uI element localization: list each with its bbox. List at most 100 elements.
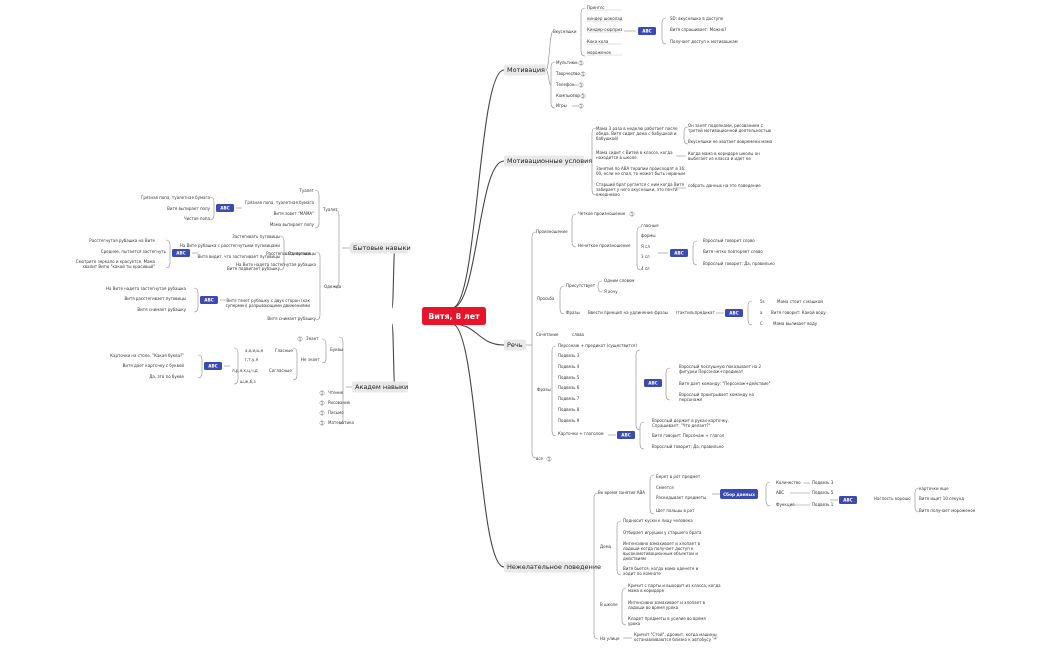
node-label: Спрашивает: "Что делает?" [652, 423, 711, 428]
branch-household-box[interactable] [350, 242, 408, 254]
node-label: 4 сл [641, 266, 650, 271]
count-badge[interactable] [578, 60, 584, 66]
node-label: фигурки Персонаж+предикат [679, 369, 744, 374]
count-badge-label: 1 [631, 211, 634, 216]
branch-behavior-box[interactable] [504, 561, 590, 573]
node-label: На Вите рубашка с расстегнутыми пуговица… [180, 243, 281, 248]
node-label: Да, это по букве [149, 374, 184, 379]
bracket-line [747, 300, 753, 326]
count-badge-label: 1 [321, 390, 324, 395]
branch-motivation-box[interactable] [504, 64, 546, 76]
node-label: Рисование [328, 400, 351, 405]
abc-node[interactable] [644, 379, 662, 387]
node-label: Творчество [555, 71, 580, 76]
node-label: Смотрите зеркало и красуется. Мама [76, 259, 156, 264]
count-badge-label: 1 [321, 400, 324, 405]
node-label: Мама 3 раза в неделю работает после [596, 126, 678, 131]
node-label: Карточки + глаголом [558, 431, 604, 436]
abc-node[interactable] [617, 431, 635, 439]
node-label: Вкусняшки не хватает вовремени мама [688, 139, 773, 144]
count-badge[interactable] [629, 211, 635, 217]
node-label: Я сл [641, 244, 650, 249]
abc-label: ABC [674, 251, 684, 256]
node-label: все [536, 456, 544, 461]
count-badge[interactable] [578, 103, 584, 109]
central-topic[interactable] [422, 307, 486, 325]
bracket-line [765, 481, 771, 507]
node-label: Карточки на столе. "Какая буква?" [110, 353, 184, 358]
node-label: Витя видит, что застегивает пуговицы [198, 254, 280, 259]
count-badge-label: 1 [580, 103, 583, 108]
branch-conditions-title: Мотивационные условия [507, 157, 592, 165]
node-label: Витя говорит: Персонаж + глагол [652, 433, 725, 438]
branch-conditions-box[interactable] [504, 155, 584, 167]
connector-line [545, 69, 552, 86]
count-badge[interactable] [319, 400, 325, 406]
node-label: В школе [600, 602, 618, 607]
bracket-line [914, 487, 920, 513]
node-label: Не знает [301, 357, 320, 362]
node-label: Взрослый говорит: Да, правильно [652, 444, 724, 449]
bracket-line [639, 421, 645, 450]
abc-node[interactable] [839, 496, 857, 504]
count-badge[interactable] [578, 82, 584, 88]
count-badge-label: 1 [548, 456, 551, 461]
bracket-line [559, 285, 565, 315]
count-badge[interactable] [712, 634, 718, 640]
abc-label: ABC [220, 206, 230, 211]
bracket-line [165, 239, 171, 269]
data-collection-label: Сбор данных [723, 492, 755, 497]
connector-line [451, 160, 505, 309]
node-label: третей мотивационной деятельностью [688, 128, 772, 133]
node-label: Компьютер [556, 93, 580, 98]
abc-node[interactable] [670, 249, 688, 257]
bracket-line [321, 338, 327, 364]
abc-node[interactable] [638, 27, 656, 35]
node-label: Подвезь 9 [558, 418, 580, 423]
node-label: Шет пальцы в рот [656, 508, 695, 513]
node-label: Туалет [298, 188, 314, 193]
node-label: Дома [600, 544, 612, 549]
node-label: Кладет предметы в усилие во время [628, 616, 706, 621]
connector-line [451, 323, 505, 568]
node-label: Подвезь 8 [558, 407, 580, 412]
count-badge[interactable] [297, 336, 303, 342]
count-badge[interactable] [580, 93, 586, 99]
branch-speech-box[interactable] [504, 339, 526, 351]
node-label: Витя тянет рубашку с двух сторон (как [226, 298, 310, 303]
abc-node[interactable] [725, 309, 743, 317]
node-label: Занятия по АВА терапии происходят в 16: [596, 166, 685, 171]
abc-label: ABC [204, 298, 214, 303]
node-label: Просьба [537, 296, 555, 301]
node-label: Смеется [656, 485, 674, 490]
abc-node[interactable] [204, 362, 222, 370]
abc-node[interactable] [200, 296, 218, 304]
node-label: Взрослый послушную показывает на 2 [679, 364, 762, 369]
node-label: Отбирает игрушки у старшего брата [623, 530, 702, 535]
count-badge[interactable] [580, 71, 586, 77]
branch-academic-box[interactable] [352, 381, 408, 393]
bracket-line [621, 587, 627, 626]
connector-line [545, 30, 554, 71]
abc-node[interactable] [216, 204, 234, 212]
bracket-line [692, 240, 698, 266]
node-label: SD: вкусняшка в доступе [670, 16, 724, 21]
data-collection-node[interactable] [720, 489, 758, 499]
count-badge[interactable] [319, 390, 325, 396]
bracket-line [636, 226, 642, 271]
count-badge[interactable] [546, 456, 552, 462]
abc-node[interactable] [172, 249, 190, 257]
node-label: Мама вытирает попу [270, 222, 315, 227]
node-label: Фразы [537, 387, 551, 392]
count-badge[interactable] [319, 410, 325, 416]
abc-label: ABC [729, 311, 739, 316]
node-label: Киндер-сюрприз [587, 27, 622, 32]
node-label: супермен) разрывающими движениями [226, 303, 311, 308]
node-label: Витя вытирает попу [167, 206, 211, 211]
node-label: Телефон [555, 82, 575, 87]
node-label: Раскидывает предметы [656, 495, 706, 500]
node-label: мороженое [587, 50, 612, 55]
count-badge[interactable] [319, 420, 325, 426]
node-label: Четкое произношение [578, 211, 626, 216]
